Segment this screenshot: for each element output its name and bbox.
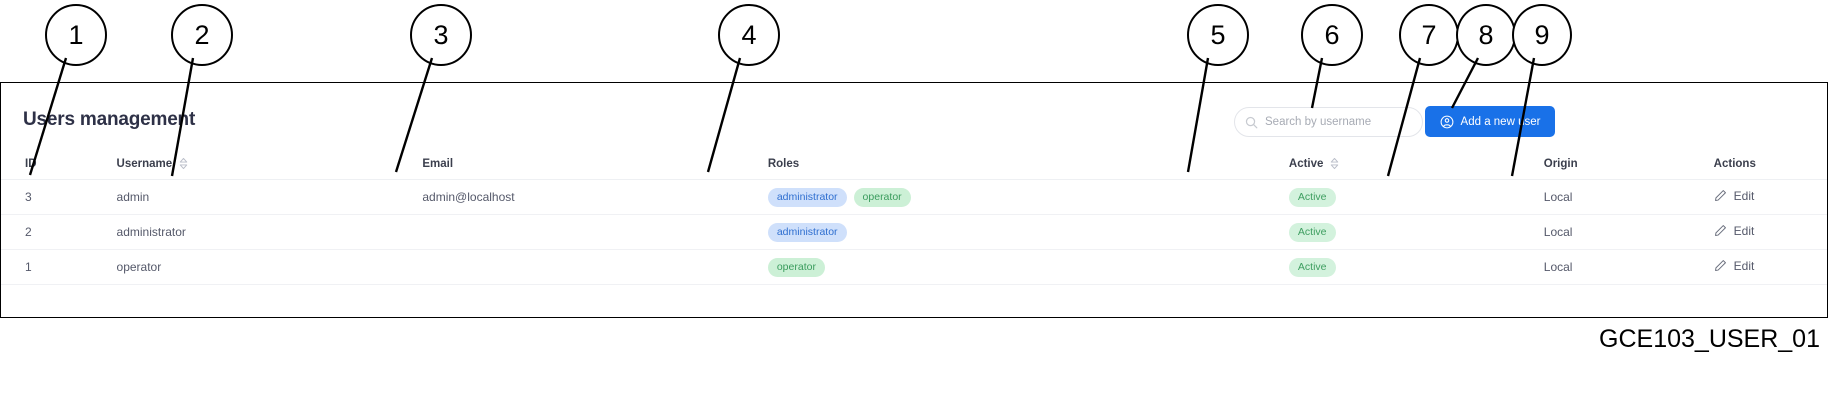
sort-toggle-icon[interactable]: [1330, 157, 1339, 170]
column-header-label: ID: [25, 158, 37, 170]
cell-roles: administrator operator: [767, 179, 1289, 215]
callout-marker-4: 4: [718, 4, 780, 66]
status-badge: Active: [1288, 257, 1336, 277]
role-badge: operator: [767, 257, 825, 277]
cell-id: 1: [1, 249, 117, 285]
cell-active: Active: [1288, 249, 1544, 285]
cell-origin: Local: [1543, 249, 1714, 285]
sort-toggle-icon[interactable]: [179, 157, 188, 170]
callout-number: 6: [1324, 19, 1340, 50]
column-header-roles: Roles: [767, 157, 1289, 180]
table-header-row: ID Username Email: [1, 157, 1827, 180]
cell-email: [422, 249, 768, 285]
add-user-button[interactable]: Add a new user: [1425, 106, 1555, 137]
users-management-panel: Users management Add a new user ID: [0, 82, 1828, 318]
page-title: Users management: [23, 109, 196, 130]
column-header-label: Username: [116, 157, 173, 170]
cell-actions: Edit: [1713, 249, 1827, 285]
role-badge: administrator: [767, 187, 847, 207]
users-table-head: ID Username Email: [1, 157, 1827, 180]
callout-number: 4: [741, 19, 757, 50]
column-header-label: Active: [1288, 157, 1324, 170]
cell-email: admin@localhost: [422, 179, 768, 215]
edit-button[interactable]: Edit: [1714, 188, 1755, 203]
callout-marker-6: 6: [1301, 4, 1363, 66]
callout-number: 1: [68, 19, 84, 50]
pencil-icon: [1714, 260, 1726, 272]
callout-number: 2: [194, 19, 210, 50]
panel-header: Users management Add a new user: [1, 83, 1827, 157]
cell-username: administrator: [116, 214, 423, 250]
column-header-label: Actions: [1713, 158, 1756, 170]
cell-active: Active: [1288, 214, 1544, 250]
edit-button-label: Edit: [1733, 188, 1755, 203]
cell-roles: administrator: [767, 214, 1289, 250]
search-box[interactable]: [1234, 107, 1423, 137]
search-input[interactable]: [1265, 116, 1412, 128]
pencil-icon: [1714, 190, 1726, 202]
users-table: ID Username Email: [1, 157, 1827, 285]
column-header-label: Origin: [1543, 158, 1578, 170]
add-user-button-label: Add a new user: [1460, 115, 1541, 128]
callout-number: 3: [433, 19, 449, 50]
callout-marker-2: 2: [171, 4, 233, 66]
cell-origin: Local: [1543, 214, 1714, 250]
cell-actions: Edit: [1713, 179, 1827, 215]
edit-button[interactable]: Edit: [1714, 223, 1755, 238]
column-header-origin: Origin: [1543, 157, 1714, 180]
column-header-email: Email: [422, 157, 768, 180]
callout-marker-5: 5: [1187, 4, 1249, 66]
callout-marker-9: 9: [1512, 4, 1572, 66]
role-badge: administrator: [767, 222, 847, 242]
status-badge: Active: [1288, 222, 1336, 242]
callout-marker-8: 8: [1456, 4, 1516, 66]
callout-number: 9: [1534, 19, 1550, 50]
cell-email: [422, 214, 768, 250]
column-header-label: Roles: [767, 158, 800, 170]
callout-number: 8: [1478, 19, 1494, 50]
column-header-label: Email: [422, 158, 454, 170]
user-circle-icon: [1440, 115, 1453, 128]
callout-number: 7: [1421, 19, 1437, 50]
callout-marker-7: 7: [1399, 4, 1459, 66]
cell-id: 3: [1, 179, 117, 215]
edit-button[interactable]: Edit: [1714, 258, 1755, 273]
column-header-id: ID: [1, 157, 117, 180]
callout-marker-3: 3: [410, 4, 472, 66]
edit-button-label: Edit: [1733, 223, 1755, 238]
status-badge: Active: [1288, 187, 1336, 207]
edit-button-label: Edit: [1733, 258, 1755, 273]
cell-username: admin: [116, 179, 423, 215]
search-icon: [1245, 116, 1258, 128]
cell-actions: Edit: [1713, 214, 1827, 250]
pencil-icon: [1714, 225, 1726, 237]
cell-active: Active: [1288, 179, 1544, 215]
cell-id: 2: [1, 214, 117, 250]
column-header-active[interactable]: Active: [1288, 157, 1544, 180]
column-header-actions: Actions: [1713, 157, 1827, 180]
cell-username: operator: [116, 249, 423, 285]
role-badge: operator: [853, 187, 911, 207]
figure-caption: GCE103_USER_01: [1599, 325, 1820, 353]
cell-origin: Local: [1543, 179, 1714, 215]
cell-roles: operator: [767, 249, 1289, 285]
callout-number: 5: [1210, 19, 1226, 50]
column-header-username[interactable]: Username: [116, 157, 423, 180]
callout-marker-1: 1: [45, 4, 107, 66]
